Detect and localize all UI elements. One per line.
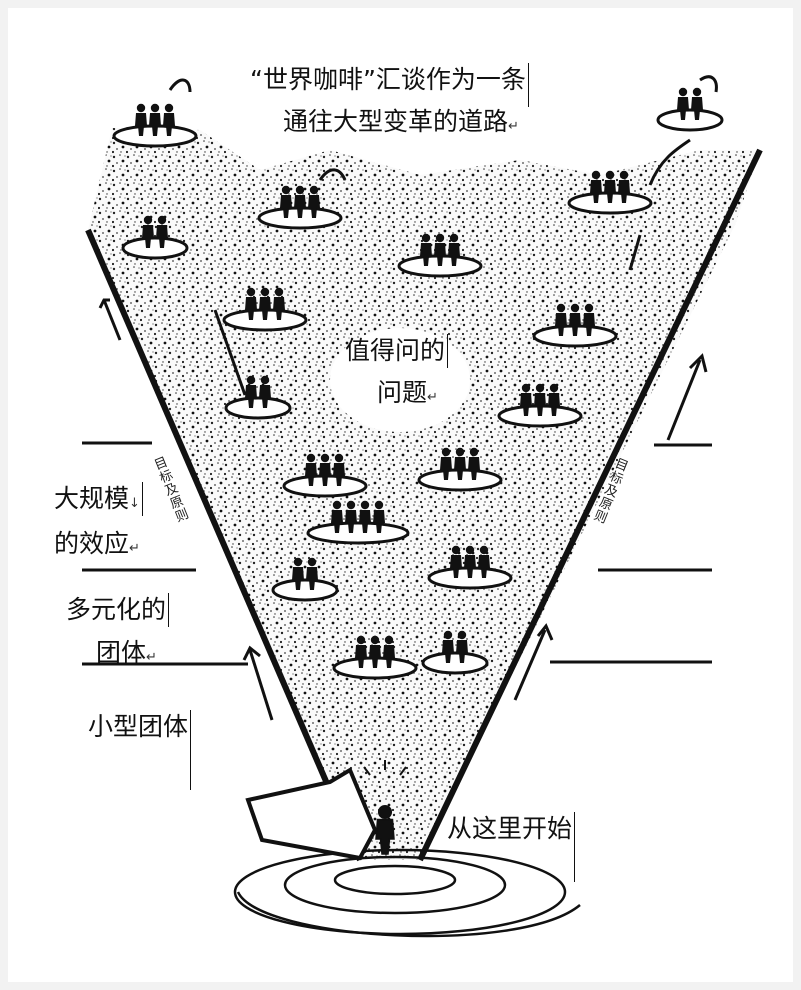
people-group — [497, 383, 583, 428]
people-group — [567, 170, 653, 215]
question-clearing — [330, 328, 470, 432]
people-group — [257, 185, 343, 230]
flow-arrow — [318, 168, 347, 181]
people-group — [222, 287, 308, 332]
flow-arrow — [666, 359, 702, 441]
level-lines — [82, 441, 712, 666]
flow-arrow — [98, 298, 110, 309]
people-group — [417, 447, 503, 492]
people-group — [121, 215, 189, 260]
people-group — [224, 375, 292, 420]
people-group — [532, 303, 618, 348]
question-line-2: 问题↵ — [377, 378, 438, 407]
people-groups — [112, 87, 724, 680]
title-line-1: “世界咖啡”汇谈作为一条 — [250, 63, 529, 107]
flow-arrow — [168, 78, 192, 93]
arrows — [98, 75, 718, 721]
people-group — [421, 630, 489, 675]
title-line-2: 通往大型变革的道路↵ — [283, 107, 519, 136]
flow-arrow — [102, 299, 122, 341]
flow-arrow — [628, 234, 642, 271]
spark-lines — [363, 760, 407, 776]
level-large-scale-line-1: 大规模↓ — [54, 482, 143, 521]
flow-arrow — [688, 353, 708, 373]
people-group — [112, 103, 198, 148]
flow-arrow — [242, 645, 261, 661]
level-small-groups: 小型团体 — [88, 710, 192, 790]
flow-arrow — [248, 649, 274, 721]
people-group — [656, 87, 724, 132]
funnel-right-edge — [417, 148, 763, 862]
start-swirl — [233, 848, 581, 938]
question-line-1: 值得问的 — [345, 334, 449, 368]
flow-arrow — [648, 138, 691, 186]
people-group — [427, 545, 513, 590]
people-group — [306, 500, 410, 545]
people-group — [282, 453, 368, 498]
level-large-scale-line-2: 的效应↵ — [54, 529, 140, 558]
start-label: 从这里开始 — [447, 812, 576, 882]
people-group — [271, 557, 339, 602]
flow-arrow — [699, 75, 718, 93]
level-diverse-line-2: 团体↵ — [96, 638, 157, 667]
people-group — [332, 635, 418, 680]
people-group — [397, 233, 483, 278]
flow-arrow — [536, 623, 554, 641]
level-diverse-line-1: 多元化的 — [66, 593, 170, 627]
entry-arrow — [245, 767, 378, 861]
flow-arrow — [213, 309, 247, 396]
funnel-left-edge — [85, 228, 363, 862]
flow-arrow — [513, 629, 547, 701]
